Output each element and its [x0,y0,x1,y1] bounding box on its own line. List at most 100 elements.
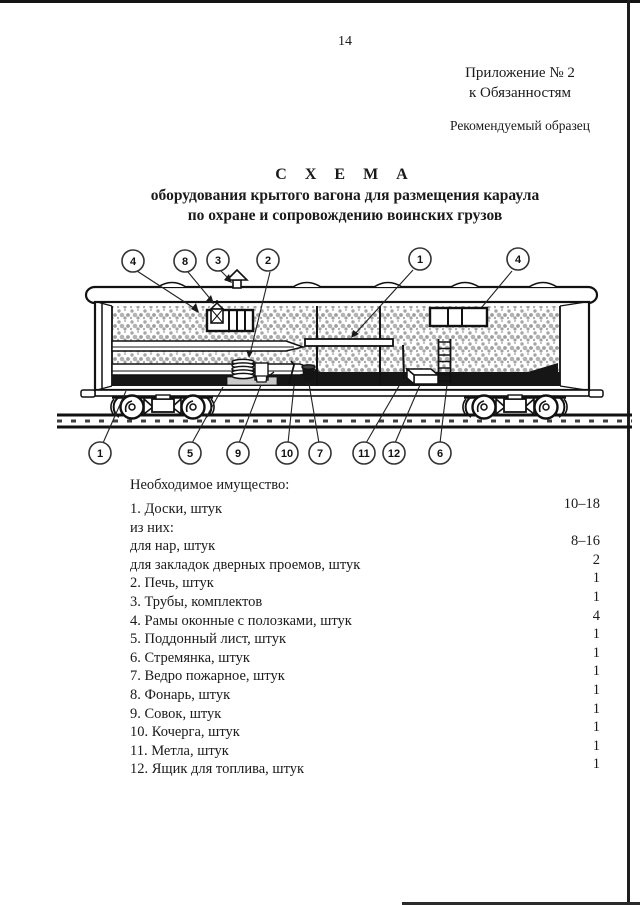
inventory-list: Необходимое имущество: 1. Доски, штук 10–… [130,476,600,779]
title-line2: оборудования крытого вагона для размещен… [150,187,540,204]
inventory-row: 5. Поддонный лист, штук 1 [130,626,600,649]
inventory-item-label: 3. Трубы, комплектов [130,593,263,610]
inventory-item-value: 1 [592,663,600,680]
leader-arrowheads [191,274,359,358]
inventory-rows: 1. Доски, штук 10–18 из них: для нар, штук 8… [130,496,600,779]
callout-bottom-5: 7 [308,441,332,465]
inventory-item-label: 6. Стремянка, штук [130,649,250,666]
inventory-row: для закладок дверных проемов, штук 2 [130,552,600,575]
inventory-item-value: 1 [592,700,600,717]
inventory-row: 10. Кочерга, штук 1 [130,719,600,742]
callout-bottom-6: 11 [352,441,376,465]
inventory-item-value: 2 [592,551,600,568]
callouts: 4 8 3 2 1 4 1 [88,247,530,465]
fuel-box-figure [404,367,441,386]
window-right-figure [428,306,489,328]
svg-text:4: 4 [130,256,137,268]
inventory-item-value: 1 [592,719,600,736]
inventory-item-value: 4 [592,607,600,624]
broom-figure [399,344,409,386]
svg-text:7: 7 [317,448,323,460]
inventory-row: 4. Рамы оконные с полозками, штук 4 [130,608,600,631]
callout-top-2: 8 [173,249,197,273]
svg-text:4: 4 [515,254,522,266]
inventory-item-label: 10. Кочерга, штук [130,724,240,741]
scoop-figure [255,371,275,383]
appendix-note: Рекомендуемый образец [449,118,590,133]
callout-top-5: 1 [408,247,432,271]
appendix-line1: Приложение № 2 [465,65,575,81]
inventory-row: 2. Печь, штук 1 [130,570,600,593]
svg-text:9: 9 [235,448,241,460]
inventory-row: из них: [130,519,600,538]
inventory-row: 9. Совок, штук 1 [130,701,600,724]
title-line3: по охране и сопровождению воинских грузо… [187,207,503,224]
door-posts-figure [304,306,394,386]
inventory-item-label: 8. Фонарь, штук [130,686,231,703]
inventory-row: 1. Доски, штук 10–18 [130,496,600,519]
schema-title: С Х Е М А оборудования крытого вагона дл… [50,166,640,226]
inventory-item-value: 1 [592,626,600,643]
svg-text:1: 1 [417,254,423,266]
scan-border-right [627,0,630,905]
inventory-item-label: 2. Печь, штук [130,575,214,592]
scan-border-bottom [402,902,640,905]
stepladder-figure [437,339,452,384]
inventory-item-label: для закладок дверных проемов, штук [130,556,361,573]
inventory-item-label: из них: [130,519,174,536]
wagon-body-figure [80,268,604,398]
lantern-figure [209,300,225,324]
svg-text:10: 10 [281,448,293,460]
wagon-schematic: 4 8 3 2 1 4 1 [57,247,632,465]
inventory-row: для нар, штук 8–16 [130,533,600,556]
fire-bucket-figure [301,364,316,381]
callout-bottom-7: 12 [382,441,406,465]
inventory-item-value: 1 [592,570,600,587]
callout-top-6: 4 [506,247,530,271]
inventory-item-label: 11. Метла, штук [130,742,229,759]
appendix-block: Приложение № 2 к Обязанностям Рекомендуе… [425,63,615,136]
inventory-item-label: 5. Поддонный лист, штук [130,631,286,648]
svg-text:12: 12 [388,448,400,460]
inventory-row: 7. Ведро пожарное, штук 1 [130,663,600,686]
inventory-item-value: 8–16 [571,533,600,550]
inventory-item-value: 1 [592,737,600,754]
callout-bottom-8: 6 [428,441,452,465]
page-number: 14 [338,34,352,49]
appendix-line2: к Обязанностям [469,85,571,101]
inventory-item-label: 1. Доски, штук [130,501,223,517]
inventory-item-value: 1 [592,681,600,698]
inventory-heading: Необходимое имущество: [130,477,290,493]
poker-figure [288,360,295,385]
callout-bottom-1: 1 [88,441,112,465]
callout-bottom-3: 9 [226,441,250,465]
inventory-item-label: 4. Рамы оконные с полозками, штук [130,612,352,629]
title-line1: С Х Е М А [275,166,415,183]
callout-top-1: 4 [121,249,145,273]
inventory-row: 11. Метла, штук 1 [130,738,600,761]
scan-border-top [0,0,640,3]
svg-text:3: 3 [215,255,221,267]
inventory-item-value: 1 [592,756,600,773]
bogie-right-figure [462,394,568,420]
bogie-left-figure [110,394,215,420]
inventory-item-label: для нар, штук [130,538,216,555]
inventory-item-value: 1 [592,644,600,661]
svg-text:5: 5 [187,448,193,460]
callout-top-3: 3 [206,248,230,272]
inventory-item-label: 9. Совок, штук [130,705,222,722]
callout-bottom-4: 10 [275,441,299,465]
callout-leader-lines [102,269,513,444]
inventory-item-value: 10–18 [563,496,600,512]
svg-text:2: 2 [265,255,271,267]
svg-text:6: 6 [437,448,443,460]
inventory-row: 6. Стремянка, штук 1 [130,645,600,668]
svg-text:8: 8 [182,256,188,268]
svg-text:1: 1 [97,448,103,460]
chimney-figure [225,268,249,289]
callout-top-4: 2 [256,248,280,272]
inventory-item-label: 7. Ведро пожарное, штук [130,668,285,685]
